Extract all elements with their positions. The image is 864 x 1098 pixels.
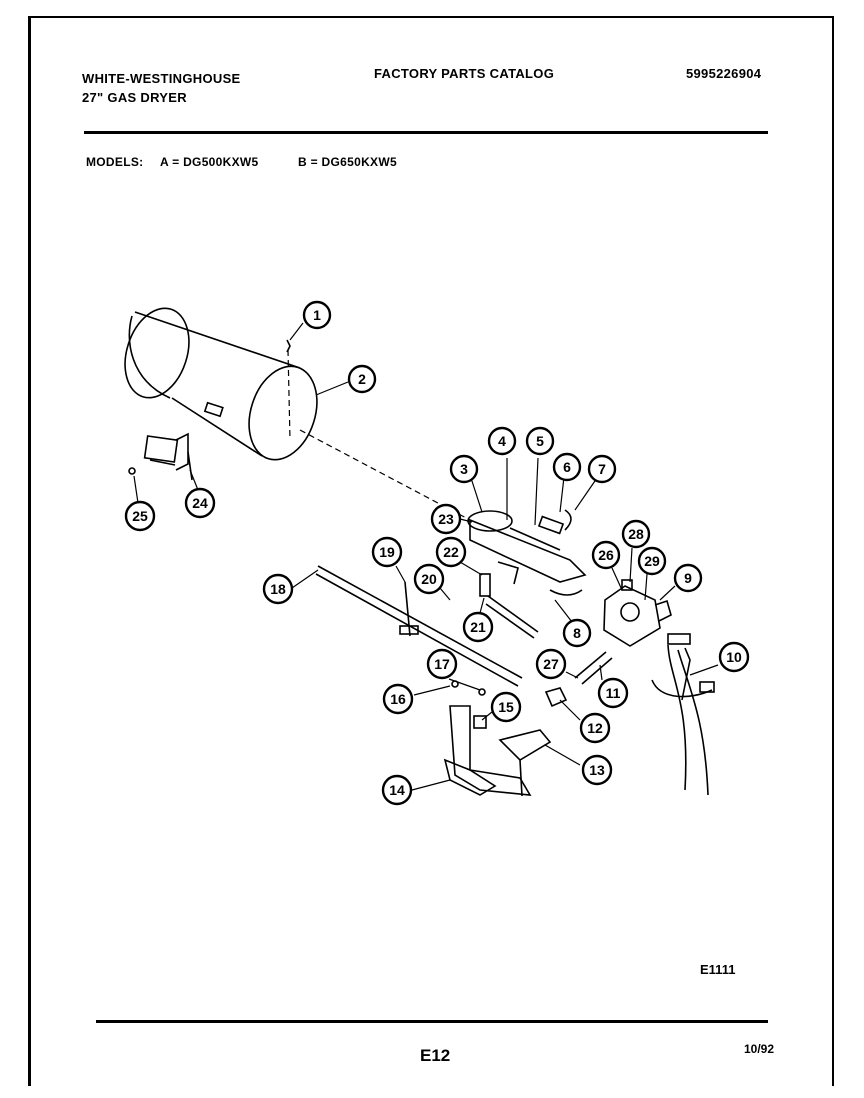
model-b: B = DG650KXW5 [298,155,397,169]
callout-17: 17 [426,648,458,680]
svg-text:9: 9 [684,570,692,586]
svg-text:7: 7 [598,461,606,477]
callout-13: 13 [581,754,613,786]
catalog-number: 5995226904 [686,66,762,81]
svg-text:21: 21 [470,619,486,635]
svg-text:5: 5 [536,433,544,449]
header-rule [84,131,768,134]
callout-20: 20 [413,563,445,595]
svg-text:28: 28 [628,526,644,542]
svg-text:29: 29 [644,553,660,569]
product-name: 27" GAS DRYER [82,90,187,105]
svg-text:12: 12 [587,720,603,736]
model-a: A = DG500KXW5 [160,155,259,169]
svg-text:4: 4 [498,433,506,449]
callout-10: 10 [718,641,750,673]
callout-5: 5 [525,426,555,456]
svg-text:17: 17 [434,656,450,672]
screw-1 [286,339,291,353]
dryer-drum [124,307,318,461]
igniter [479,561,539,639]
svg-text:16: 16 [390,691,406,707]
svg-text:20: 20 [421,571,437,587]
callout-18: 18 [262,573,294,605]
drum-screw-line [287,349,291,441]
svg-text:15: 15 [498,699,514,715]
gas-pipe [315,565,523,687]
callout-19: 19 [371,536,403,568]
svg-text:27: 27 [543,656,559,672]
callout-14: 14 [381,774,413,806]
catalog-title: FACTORY PARTS CATALOG [374,66,555,81]
svg-text:24: 24 [192,495,208,511]
callout-24: 24 [184,487,216,519]
page-number: E12 [420,1046,451,1065]
brand-name: WHITE-WESTINGHOUSE [82,71,241,86]
svg-text:10: 10 [726,649,742,665]
figure-code: E1111 [700,962,736,977]
footer-rule [96,1020,768,1023]
callout-26: 26 [591,540,621,570]
callout-2: 2 [347,364,377,394]
callout-9: 9 [673,563,703,593]
callout-22: 22 [435,536,467,568]
wire-harness [651,633,715,796]
callout-25: 25 [124,500,156,532]
callout-27: 27 [535,648,567,680]
callout-28: 28 [621,519,651,549]
callout-15: 15 [490,691,522,723]
callout-7: 7 [587,454,617,484]
svg-text:18: 18 [270,581,286,597]
callout-29: 29 [637,546,667,576]
leader-lines [133,322,719,791]
svg-text:26: 26 [598,547,614,563]
models-label: MODELS: [86,155,144,169]
callout-21: 21 [462,611,494,643]
switch-assembly [128,432,193,481]
svg-text:8: 8 [573,625,581,641]
svg-text:6: 6 [563,459,571,475]
callout-16: 16 [382,683,414,715]
svg-text:11: 11 [606,685,621,701]
svg-text:22: 22 [443,544,459,560]
mounting-bracket [443,680,552,797]
svg-text:19: 19 [379,544,395,560]
svg-text:13: 13 [589,762,605,778]
svg-text:25: 25 [132,508,148,524]
callout-23: 23 [430,503,462,535]
svg-text:3: 3 [460,461,468,477]
callout-11: 11 [597,677,629,709]
gas-valve [603,579,672,647]
callout-3: 3 [449,454,479,484]
callout-6: 6 [552,452,582,482]
callout-8: 8 [562,618,592,648]
svg-text:14: 14 [389,782,405,798]
svg-text:1: 1 [313,307,321,323]
revision-date: 10/92 [744,1042,775,1056]
callout-4: 4 [487,426,517,456]
svg-text:23: 23 [438,511,454,527]
page-frame [28,16,834,1086]
callout-1: 1 [302,300,332,330]
svg-text:2: 2 [358,371,366,387]
callout-12: 12 [579,712,611,744]
valve-nipple [544,651,613,708]
